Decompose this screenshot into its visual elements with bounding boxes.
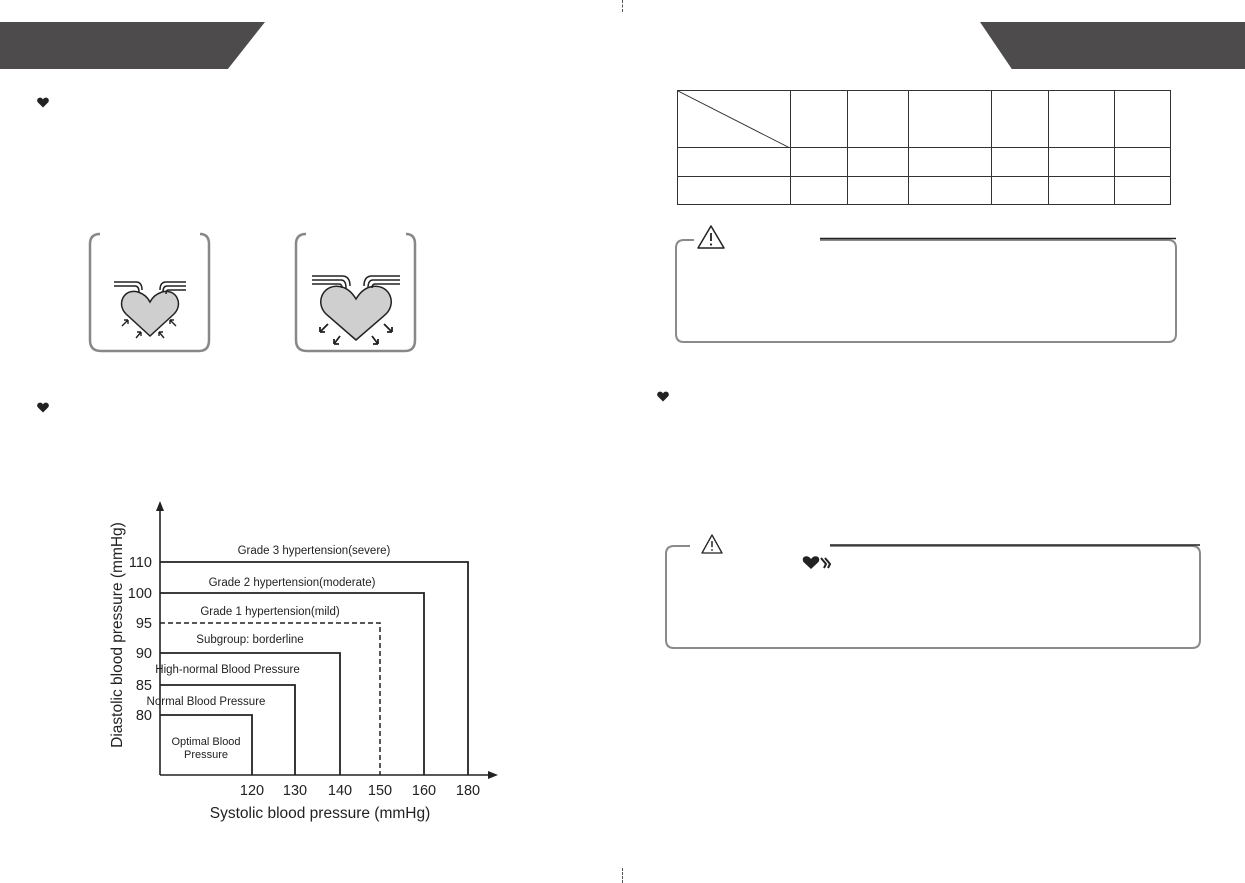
chart-ticks: 80 85 90 95 100 110 120 130 140 150 160 180 (128, 555, 480, 799)
table-cell (847, 90, 909, 148)
region-label: Grade 2 hypertension(moderate) (209, 577, 376, 589)
table-cell (908, 90, 992, 148)
chart-regions: Grade 3 hypertension(severe) Grade 2 hype… (147, 545, 469, 775)
region-boundary (160, 561, 469, 775)
x-tick-label: 120 (240, 783, 264, 799)
heart-contraction-illustration (88, 232, 211, 353)
table-cell (1114, 176, 1171, 205)
region-boundary (160, 714, 253, 775)
table-cell (847, 176, 909, 205)
fold-mark-bottom (622, 868, 623, 883)
x-tick-label: 160 (412, 783, 436, 799)
table-cell (1114, 90, 1171, 148)
table-cell (790, 90, 848, 148)
x-tick-label: 140 (328, 783, 352, 799)
region-label: Subgroup: borderline (196, 634, 303, 646)
table-cell (1048, 147, 1115, 177)
region-label: Grade 1 hypertension(mild) (200, 606, 340, 618)
left-header-banner (0, 22, 265, 69)
y-axis-label: Diastolic blood pressure (mmHg) (109, 522, 126, 748)
x-tick-label: 150 (368, 783, 392, 799)
table-row (677, 147, 1171, 177)
chart-axes (156, 501, 498, 779)
data-table (677, 90, 1171, 205)
caution-box (665, 544, 1201, 649)
y-tick-label: 85 (136, 678, 152, 694)
table-diagonal (678, 91, 790, 148)
table-cell (790, 176, 848, 205)
table-cell (677, 176, 791, 205)
irregular-heartbeat-icon (802, 556, 832, 569)
table-cell (991, 147, 1049, 177)
caution-box (675, 237, 1177, 343)
y-tick-label: 100 (128, 586, 152, 602)
heart-icon (37, 97, 49, 108)
region-label: High-normal Blood Pressure (155, 664, 299, 676)
region-boundary (160, 622, 381, 775)
heart-icon (37, 402, 49, 413)
heart-icon (657, 391, 669, 402)
y-tick-label: 90 (136, 646, 152, 662)
table-cell (991, 176, 1049, 205)
table-corner-cell (677, 90, 791, 148)
y-tick-label: 110 (129, 555, 152, 571)
region-boundary (160, 652, 341, 775)
region-boundary (160, 592, 425, 775)
table-row (677, 176, 1171, 205)
table-cell (847, 147, 909, 177)
warning-triangle-icon (697, 225, 725, 249)
fold-mark-top (622, 0, 623, 12)
table-cell (908, 147, 992, 177)
table-cell (1048, 176, 1115, 205)
bp-classification-chart: Grade 3 hypertension(severe) Grade 2 hype… (109, 501, 498, 822)
y-tick-label: 95 (136, 616, 152, 632)
table-cell (1048, 90, 1115, 148)
y-axis-arrow (156, 501, 164, 511)
region-boundary (160, 684, 296, 775)
table-cell (908, 176, 992, 205)
x-tick-label: 180 (456, 783, 480, 799)
right-header-banner (980, 22, 1245, 69)
table-cell (790, 147, 848, 177)
region-label: Normal Blood Pressure (147, 696, 266, 708)
x-axis-arrow (488, 771, 498, 779)
x-axis-label: Systolic blood pressure (mmHg) (210, 805, 431, 822)
heart-relaxation-illustration (294, 232, 417, 353)
x-tick-label: 130 (283, 783, 307, 799)
table-cell (1114, 147, 1171, 177)
table-cell (677, 147, 791, 177)
y-tick-label: 80 (136, 708, 152, 724)
region-label: Grade 3 hypertension(severe) (238, 545, 391, 557)
warning-triangle-icon (701, 534, 723, 554)
table-cell (991, 90, 1049, 148)
